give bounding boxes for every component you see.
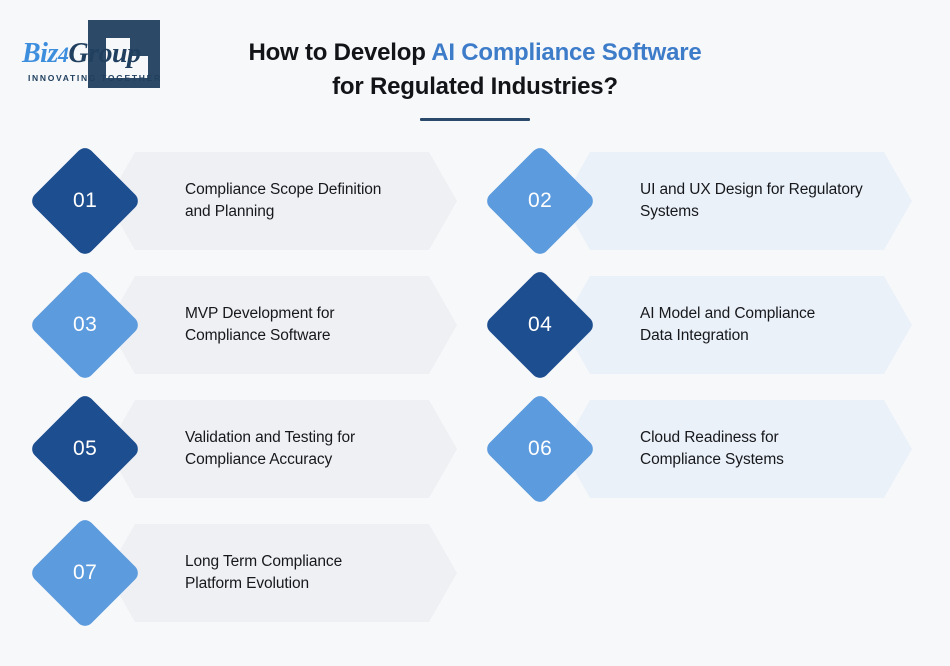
step-label: Validation and Testing for Compliance Ac…	[185, 400, 455, 498]
step-number-label: 03	[72, 312, 98, 336]
step-item-07[interactable]: 07 Long Term Compliance Platform Evoluti…	[28, 516, 457, 630]
step-banner	[562, 152, 912, 250]
brand-logo[interactable]: Biz4Group INNOVATING TOGETHER	[18, 18, 178, 94]
step-label-line2: Platform Evolution	[185, 575, 309, 592]
step-number-diamond: 06	[483, 392, 597, 506]
step-number-label: 06	[527, 436, 553, 460]
steps-row-1: 01 Compliance Scope Definition and Plann…	[0, 144, 950, 276]
steps-row-2: 03 MVP Development for Compliance Softwa…	[0, 268, 950, 400]
header: How to Develop AI Compliance Software fo…	[200, 36, 750, 122]
step-label-line1: UI and UX Design for Regulatory	[640, 180, 863, 198]
step-label-line1: MVP Development for	[185, 304, 335, 322]
step-banner	[562, 400, 912, 498]
steps-row-4: 07 Long Term Compliance Platform Evoluti…	[0, 516, 950, 648]
step-label: Compliance Scope Definition and Planning	[185, 152, 455, 250]
step-label-line2: Compliance Systems	[640, 451, 784, 468]
steps-grid: 01 Compliance Scope Definition and Plann…	[0, 144, 950, 648]
step-number-label: 07	[72, 560, 98, 584]
step-label: UI and UX Design for Regulatory Systems	[640, 152, 910, 250]
step-item-05[interactable]: 05 Validation and Testing for Compliance…	[28, 392, 457, 506]
step-number-diamond: 03	[28, 268, 142, 382]
step-label: AI Model and Compliance Data Integration	[640, 276, 910, 374]
title-underline-rule	[420, 118, 530, 122]
step-label: MVP Development for Compliance Software	[185, 276, 455, 374]
step-item-06[interactable]: 06 Cloud Readiness for Compliance System…	[483, 392, 912, 506]
step-number-label: 04	[527, 312, 553, 336]
step-banner	[107, 400, 457, 498]
step-item-01[interactable]: 01 Compliance Scope Definition and Plann…	[28, 144, 457, 258]
step-number-diamond: 04	[483, 268, 597, 382]
logo-tagline: INNOVATING TOGETHER	[28, 73, 162, 83]
step-label: Long Term Compliance Platform Evolution	[185, 524, 455, 622]
step-label-line1: Compliance Scope Definition	[185, 180, 382, 198]
step-number-diamond: 07	[28, 516, 142, 630]
step-label-line1: Long Term Compliance	[185, 552, 343, 570]
step-label-line1: AI Model and Compliance	[640, 304, 816, 322]
step-label-line2: Data Integration	[640, 327, 749, 344]
step-banner	[107, 152, 457, 250]
logo-square-cutout-inner	[130, 38, 148, 56]
step-label: Cloud Readiness for Compliance Systems	[640, 400, 910, 498]
logo-word-group: Group	[68, 38, 141, 69]
step-label-line1: Validation and Testing for	[185, 428, 356, 446]
step-number-label: 01	[72, 188, 98, 212]
logo-word-biz: Biz	[22, 38, 58, 69]
step-banner	[562, 276, 912, 374]
step-label-line2: and Planning	[185, 203, 275, 220]
title-rest-text: for Regulated Industries?	[332, 73, 618, 101]
step-number-label: 02	[527, 188, 553, 212]
step-item-03[interactable]: 03 MVP Development for Compliance Softwa…	[28, 268, 457, 382]
steps-row-3: 05 Validation and Testing for Compliance…	[0, 392, 950, 524]
step-banner	[107, 276, 457, 374]
step-number-diamond: 01	[28, 144, 142, 258]
step-number-label: 05	[72, 436, 98, 460]
step-label-line2: Compliance Accuracy	[185, 451, 333, 468]
title-lead-text: How to Develop	[248, 39, 432, 66]
step-number-diamond: 05	[28, 392, 142, 506]
step-item-02[interactable]: 02 UI and UX Design for Regulatory Syste…	[483, 144, 912, 258]
step-label-line1: Cloud Readiness for	[640, 428, 779, 446]
logo-word-four: 4	[57, 42, 69, 67]
step-item-04[interactable]: 04 AI Model and Compliance Data Integrat…	[483, 268, 912, 382]
page-title: How to Develop AI Compliance Software fo…	[200, 36, 750, 104]
step-number-diamond: 02	[483, 144, 597, 258]
logo-wordmark: Biz4Group	[22, 38, 158, 70]
step-label-line2: Systems	[640, 203, 699, 220]
title-accent-text: AI Compliance Software	[431, 39, 702, 66]
step-label-line2: Compliance Software	[185, 327, 331, 344]
step-banner	[107, 524, 457, 622]
